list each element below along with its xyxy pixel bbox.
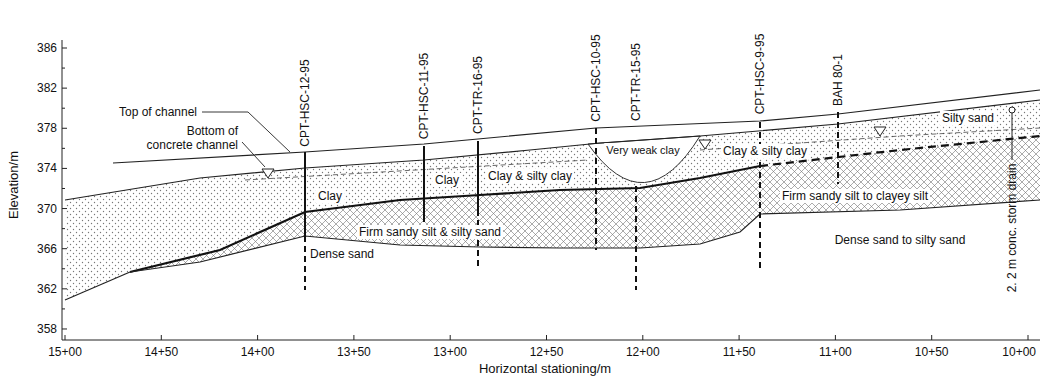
boring-line [304,152,306,236]
soil-label: Very weak clay [604,143,681,157]
boring-label: CPT-HSC-9-95 [753,34,767,115]
axis-tick [62,108,65,109]
axis-tick [1028,335,1029,340]
boring-label: CPT-TR-15-95 [629,43,643,121]
axis-line [62,340,1040,341]
soil-label: Silty sand [940,111,996,125]
axis-tick [62,288,67,289]
axis-tick [62,88,67,89]
water-symbol [874,127,886,136]
axis-tick [62,328,67,329]
axis-line [62,40,63,340]
axis-tick [353,335,354,340]
weak-clay-lens [588,136,700,183]
boring-label: CPT-HSC-11-95 [417,53,431,139]
water-symbol [262,169,274,178]
drain-label: 2. 2 m conc. storm drain [1005,164,1019,293]
axis-title: Horizontal stationing/m [479,362,611,376]
axis-tick-label: 11+00 [819,345,852,359]
soil-label: Clay [433,173,461,187]
axis-tick-label: 358 [37,322,57,336]
axis-tick [62,168,67,169]
axis-tick [62,188,65,189]
boring-line [635,186,637,290]
soil-label: Clay & silty clay [721,144,809,158]
axis-tick [642,335,643,340]
boring-line [477,141,479,210]
axis-tick [65,335,66,340]
axis-tick-label: 13+50 [337,345,371,359]
axis-tick-label: 10+00 [1002,345,1036,359]
axis-tick [62,268,65,269]
boring-line [304,236,306,290]
axis-tick [62,148,65,149]
axis-tick-label: 12+00 [626,345,660,359]
firm-silt-layer [130,136,1040,272]
axis-tick-label: 386 [37,41,57,55]
axis-tick-label: 13+00 [433,345,467,359]
water-symbol [699,140,711,149]
boring-label: CPT-HSC-10-95 [589,34,603,121]
soil-label: Clay & silty clay [486,169,574,183]
axis-tick [546,335,547,340]
soil-label: Firm sandy silt & silty sand [357,225,503,239]
boring-label: BAH 80-1 [831,54,845,106]
axis-tick [739,335,740,340]
axis-tick [931,335,932,340]
axis-tick [62,48,67,49]
layer-boundary [130,200,1040,272]
clay-layer [65,100,1040,300]
boring-label: CPT-HSC-12-95 [298,59,312,146]
axis-tick [257,335,258,340]
axis-title: Elevation/m [7,151,21,219]
axis-tick-label: 10+50 [915,345,949,359]
firm-silt-layer [130,136,1040,272]
axis-tick-label: 11+50 [723,345,756,359]
ground-line [113,90,1040,163]
soil-label: Clay [316,189,344,203]
axis-tick-label: 370 [37,202,57,216]
axis-tick-label: 15+00 [48,345,82,359]
soil-label: Firm sandy silt to clayey silt [780,189,930,203]
axis-tick [161,335,162,340]
channel-bottom-line [65,100,1040,200]
axis-tick [62,248,67,249]
axis-tick-label: 366 [37,242,57,256]
axis-tick-label: 362 [37,282,57,296]
axis-tick [62,308,65,309]
soil-label: Dense sand to silty sand [833,233,968,247]
storm-drain-marker [1012,113,1013,160]
leader-line [242,142,265,167]
axis-tick-label: 14+00 [241,345,275,359]
axis-tick [62,228,65,229]
axis-tick-label: 12+50 [530,345,564,359]
axis-tick [62,128,67,129]
callout-label: Bottom of concrete channel [138,124,238,152]
boring-line [595,128,597,250]
axis-tick [450,335,451,340]
axis-tick [62,68,65,69]
boring-label: CPT-TR-16-95 [471,56,485,134]
soil-label: Dense sand [308,247,376,261]
callout-label: Top of channel [119,105,197,119]
axis-tick-label: 14+50 [144,345,178,359]
axis-tick-label: 374 [37,161,57,175]
boring-line [423,146,425,222]
layer-boundary [65,272,130,300]
axis-tick [62,208,67,209]
axis-tick [835,335,836,340]
boring-line [837,112,839,184]
axis-tick-label: 382 [37,81,57,95]
axis-tick-label: 378 [37,121,57,135]
storm-drain-marker [1009,107,1015,113]
boring-line [477,210,479,270]
